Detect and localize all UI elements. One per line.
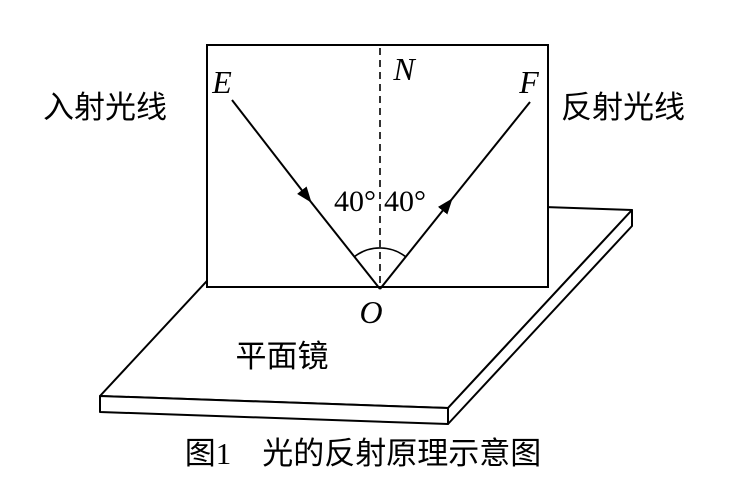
figure-caption: 图1 光的反射原理示意图 xyxy=(185,436,542,471)
angle-label-incident: 40° xyxy=(334,185,376,218)
angle-arc xyxy=(353,247,407,258)
incident-ray-lower-segment xyxy=(310,201,381,290)
mirror-right-face xyxy=(447,209,633,425)
reflected-ray-label: 反射光线 xyxy=(561,90,685,125)
point-label-O: O xyxy=(359,294,382,330)
point-label-F: F xyxy=(518,64,539,100)
incidence-plane xyxy=(206,44,549,288)
reflected-ray-upper-segment xyxy=(451,101,531,200)
point-label-E: E xyxy=(211,64,232,100)
mirror-label: 平面镜 xyxy=(236,339,329,374)
incident-ray-label: 入射光线 xyxy=(43,90,167,125)
incident-ray xyxy=(231,99,381,290)
reflected-ray xyxy=(379,101,531,290)
reflected-ray-lower-segment xyxy=(379,198,453,290)
angle-label-reflected: 40° xyxy=(384,185,426,218)
incident-ray-upper-segment xyxy=(231,99,312,203)
point-label-N: N xyxy=(392,51,416,87)
